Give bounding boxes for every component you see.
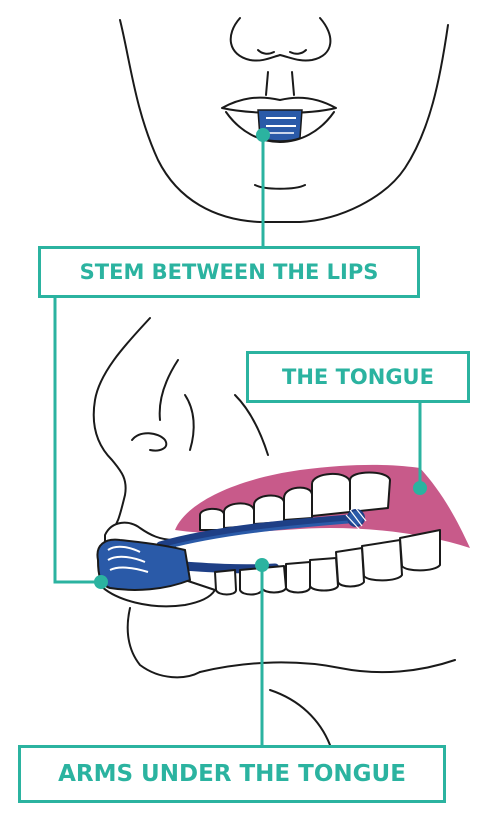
dot-front-stem [256, 128, 270, 142]
connector-side-stem [53, 298, 100, 584]
lower-teeth-icon [214, 529, 441, 596]
callout-connectors [53, 135, 422, 745]
upper-teeth-icon [199, 471, 391, 531]
callout-dots [94, 128, 427, 589]
label-arms-under-tongue: ARMS UNDER THE TONGUE [18, 745, 446, 803]
label-stem-between-lips: STEM BETWEEN THE LIPS [38, 246, 420, 298]
dot-side-stem [94, 575, 108, 589]
dot-arms [255, 558, 269, 572]
face-front-icon [119, 17, 449, 223]
dot-tongue [413, 481, 427, 495]
label-the-tongue: THE TONGUE [246, 351, 470, 403]
face-profile-icon [92, 317, 456, 746]
